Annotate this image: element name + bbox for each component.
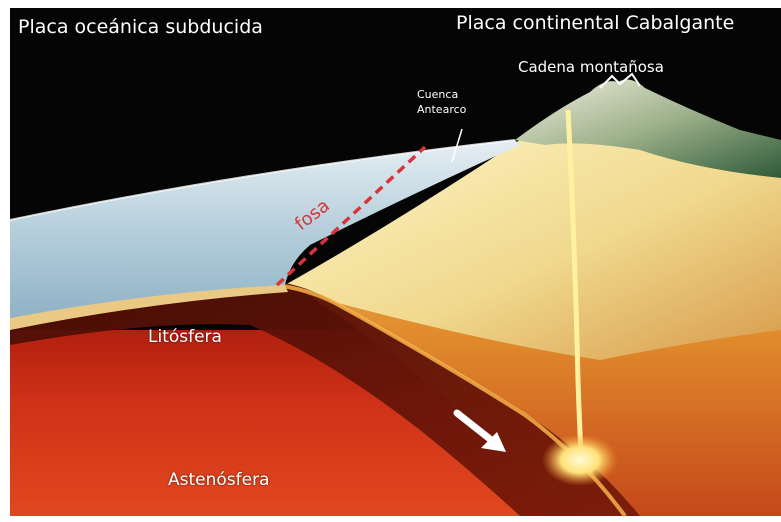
left-border [0,0,10,522]
asthenosphere-label: Astenósfera [168,470,270,490]
forearc-basin-label-line2: Antearco [417,102,466,117]
bottom-border [0,516,781,522]
forearc-basin-label: Cuenca Antearco [417,87,466,117]
magma-chamber [542,434,618,486]
lithosphere-label: Litósfera [148,327,222,347]
continental-plate-label: Placa continental Cabalgante [456,12,734,34]
forearc-basin-label-line1: Cuenca [417,87,466,102]
top-border [0,0,781,8]
mountain-range-label: Cadena montañosa [518,58,664,76]
oceanic-plate-label: Placa oceánica subducida [18,16,263,38]
